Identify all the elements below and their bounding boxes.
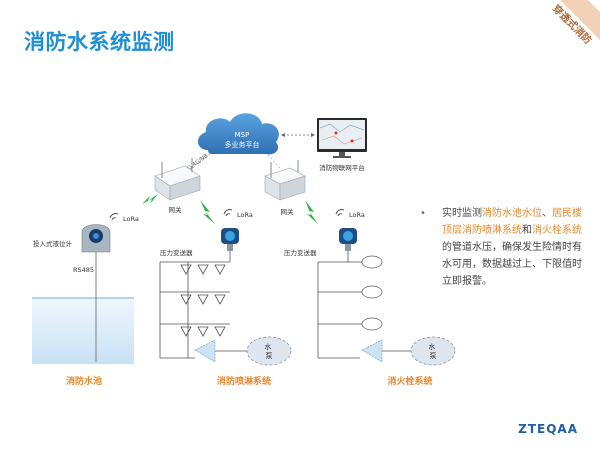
uplink-1 — [189, 153, 211, 171]
hydrant-heads — [361, 255, 383, 331]
sprinkler-network — [159, 250, 231, 359]
desc-text-2: 、 — [542, 208, 552, 219]
lora-label-1: LoRa — [123, 215, 139, 223]
gateway-2 — [264, 160, 306, 201]
pressure-transmitter-2 — [339, 228, 357, 251]
pressure-label-2: 压力变送器 — [284, 248, 317, 257]
cloud-platform-link — [281, 133, 315, 137]
brand-logo: ZTEQAA — [518, 422, 578, 436]
gateway-1 — [154, 158, 201, 201]
corner-ribbon — [560, 0, 600, 40]
lightning-icon — [305, 200, 318, 224]
wifi-icon — [335, 209, 345, 217]
gateway-1-label: 网关 — [169, 205, 183, 214]
pressure-label-1: 压力变送器 — [160, 248, 193, 257]
page-title: 消防水系统监测 — [24, 30, 175, 54]
fire-pool — [32, 297, 134, 364]
lightning-icon — [142, 194, 158, 204]
section-hydrant: 消火栓系统 — [387, 375, 432, 387]
desc-highlight-1: 消防水池水位 — [482, 208, 542, 219]
msp-cloud: MSP 多业务平台 — [197, 113, 279, 155]
desc-text-1: 实时监测 — [442, 208, 482, 219]
lightning-icon — [200, 200, 215, 224]
hydrant-network — [317, 250, 362, 359]
level-gauge-label: 投入式液位计 — [33, 239, 73, 248]
gateway-2-label: 网关 — [281, 207, 295, 216]
description-body: 实时监测消防水池水位、居民楼顶层消防喷淋系统和消火栓系统的管道水压，确保发生险情… — [420, 205, 585, 290]
section-pool: 消防水池 — [66, 375, 102, 387]
level-gauge-device — [81, 224, 111, 362]
wifi-icon — [109, 213, 119, 221]
lora-label-3: LoRa — [349, 211, 365, 219]
pump-char-2: 泵 — [430, 352, 437, 360]
bullet: • — [420, 208, 426, 219]
pump-char-1: 水 — [428, 342, 435, 351]
cloud-subtitle: 多业务平台 — [225, 140, 260, 149]
wifi-icon — [223, 209, 233, 217]
pump-label-2: 水 泵 — [428, 342, 437, 360]
pressure-transmitter-1 — [221, 228, 239, 251]
lora-label-2: LoRa — [237, 211, 253, 219]
desc-text-4: 的管道水压，确保发生险情时有水可用，数据越过上、下限值时立即报警。 — [442, 242, 582, 287]
desc-text-3: 和 — [522, 225, 532, 236]
platform-monitor — [317, 118, 367, 158]
pump-char-2: 泵 — [266, 352, 273, 360]
desc-highlight-2: 居民楼顶层消防喷淋系统 — [442, 208, 582, 236]
pump-label-1: 水 泵 — [264, 342, 273, 360]
section-sprinkler: 消防喷淋系统 — [217, 375, 271, 387]
pump-char-1: 水 — [264, 342, 271, 351]
description: • 实时监测消防水池水位、居民楼顶层消防喷淋系统和消火栓系统的管道水压，确保发生… — [420, 205, 585, 290]
platform-label: 消防物联网平台 — [319, 163, 365, 172]
sprinkler-pump: 水 泵 — [194, 336, 292, 366]
sprinkler-heads — [180, 264, 226, 337]
rs485-label: RS485 — [73, 266, 94, 274]
uplink-2 — [267, 154, 281, 169]
cloud-title: MSP — [235, 131, 250, 139]
desc-highlight-3: 消火栓系统 — [532, 225, 582, 236]
hydrant-pump: 水 泵 — [361, 336, 456, 366]
